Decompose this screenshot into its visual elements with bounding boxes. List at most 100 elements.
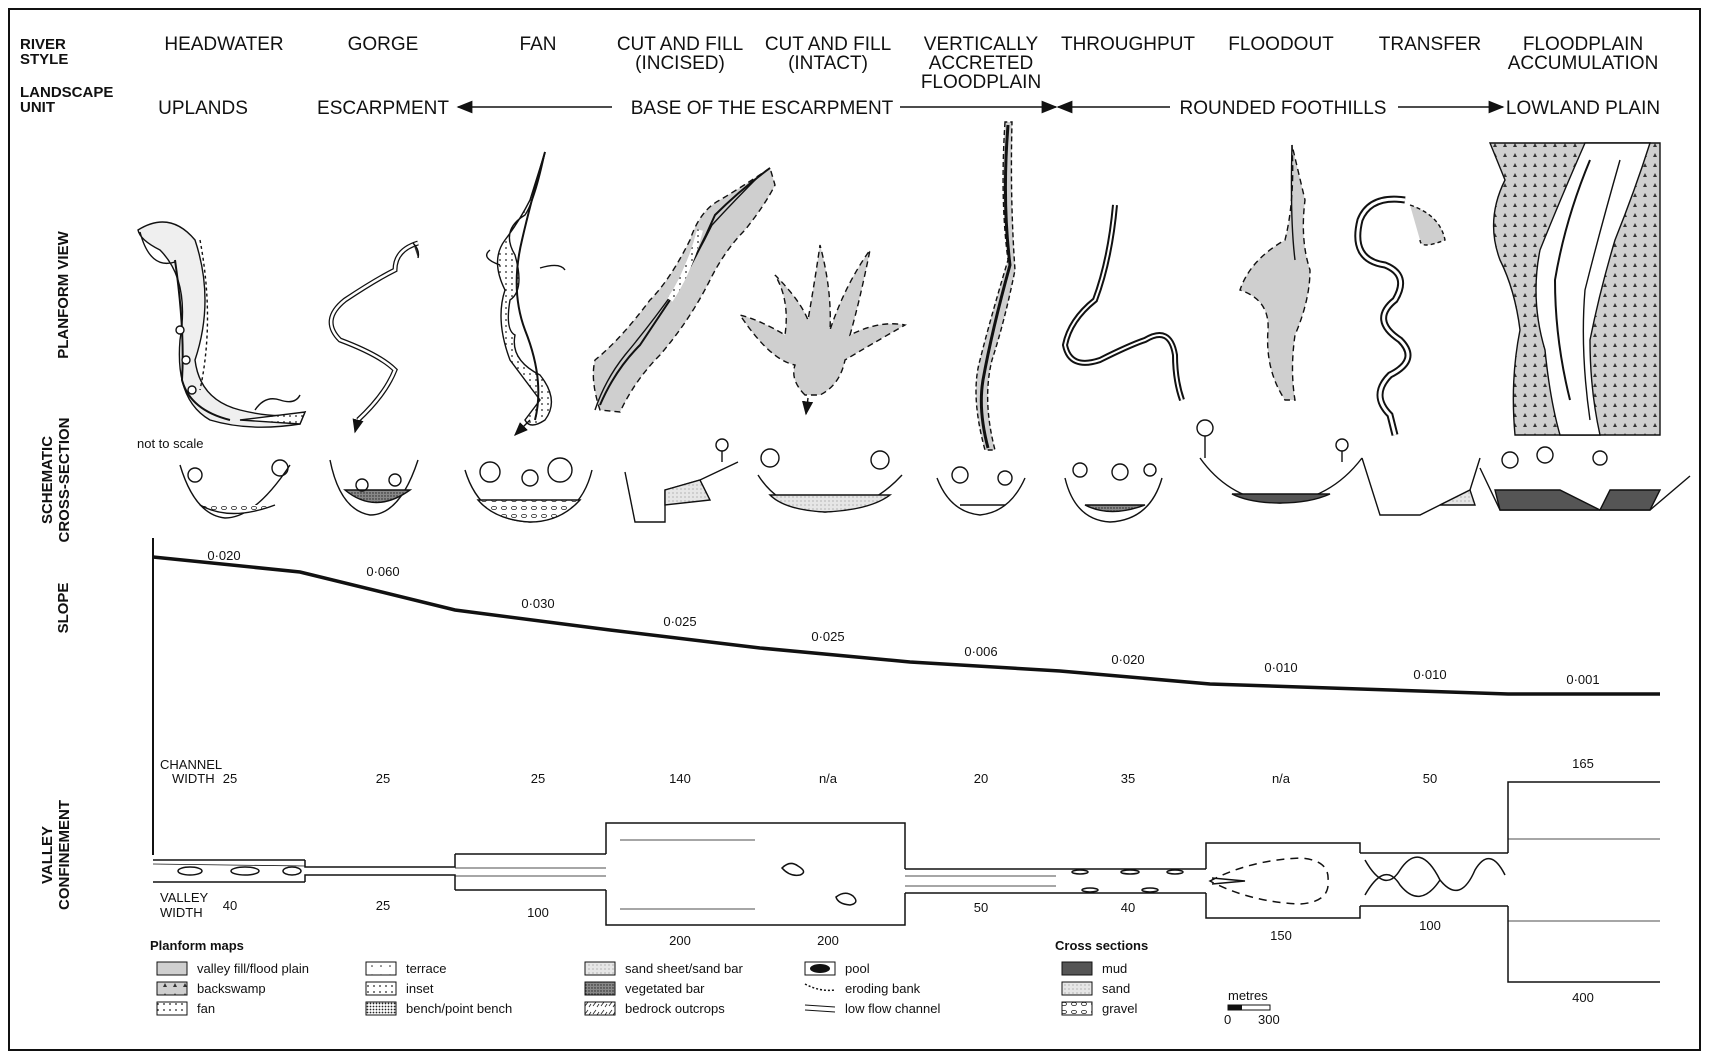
valley-width-2: 100 [527,905,549,920]
legend-item-stipple: sand sheet/sand bar [585,961,743,976]
river-style-2-line-0: FAN [520,34,557,55]
legend-cross-title: Cross sections [1055,938,1148,953]
legend-item-dots-fine: fan [157,1001,215,1016]
slope-value-7: 0·010 [1264,660,1297,675]
valley-width-0: 40 [223,898,237,913]
river-style-7-line-0: FLOODOUT [1228,34,1334,55]
planform-floodplain-accumulation [1490,143,1660,435]
landscape-unit-base-of-escarpment: BASE OF THE ESCARPMENT [631,98,894,119]
bedrock-swatch [585,1002,615,1015]
landscape-unit-lowland-plain: LOWLAND PLAIN [1506,98,1660,119]
sand-swatch [1062,982,1092,995]
river-style-4-line-0: CUT AND FILL [765,34,891,55]
legend-item-backswamp: backswamp [157,981,266,996]
channel-width-5: 20 [974,771,988,786]
channel-width-4: n/a [819,771,838,786]
legend-label-0: valley fill/flood plain [197,961,309,976]
valley-width-5: 50 [974,900,988,915]
channel-width-9: 165 [1572,756,1594,771]
river-style-3-line-0: CUT AND FILL [617,34,743,55]
valley-width-6: 40 [1121,900,1135,915]
river-style-9-line-1: ACCUMULATION [1508,53,1659,74]
river-style-5-line-0: VERTICALLY [924,34,1039,55]
mud-swatch [1062,962,1092,975]
valley-width-7: 150 [1270,928,1292,943]
pool-symbol-icon [810,964,830,973]
slope-value-3: 0·025 [663,614,696,629]
river-style-4-line-1: (INTACT) [788,53,868,74]
legend-label-5: bench/point bench [406,1001,512,1016]
stipple-swatch [585,962,615,975]
slope-value-8: 0·010 [1413,667,1446,682]
legend-label-8: bedrock outcrops [625,1001,725,1016]
river-style-5-line-1: ACCRETED [929,53,1034,74]
slope-label: SLOPE [55,583,72,634]
valley-width-label-2: WIDTH [160,905,203,920]
valley-confinement-label-2: CONFINEMENT [56,800,73,910]
not-to-scale-note: not to scale [137,436,204,451]
scale-bar-fill [1228,1005,1242,1010]
legend-label-2: fan [197,1001,215,1016]
scale-tick-300: 300 [1258,1012,1280,1027]
legend-item-sparse-dots: terrace [366,961,446,976]
channel-width-0: 25 [223,771,237,786]
legend-label-3: terrace [406,961,446,976]
dense-dots-swatch [366,1002,396,1015]
slope-value-9: 0·001 [1566,672,1599,687]
valley-width-8: 100 [1419,918,1441,933]
slope-value-1: 0·060 [366,564,399,579]
river-style-5-line-2: FLOODPLAIN [921,72,1041,93]
dots-fine-swatch [157,1002,187,1015]
legend-item-grey-fill: valley fill/flood plain [157,961,309,976]
legend-item-dark-stipple: vegetated bar [585,981,705,996]
cross-section-label-2: CROSS-SECTION [56,417,73,542]
river-style-6-line-0: THROUGHPUT [1061,34,1195,55]
valley-width-4: 200 [817,933,839,948]
river-style-3-line-1: (INCISED) [635,53,725,74]
legend-label-7: vegetated bar [625,981,705,996]
landscape-unit-escarpment: ESCARPMENT [317,98,449,119]
channel-width-label-1: CHANNEL [160,757,222,772]
slope-value-2: 0·030 [521,596,554,611]
backswamp-swatch [157,982,187,995]
slope-value-0: 0·020 [207,548,240,563]
dark-stipple-swatch [585,982,615,995]
legend-planform-title: Planform maps [150,938,244,953]
river-style-0-line-0: HEADWATER [164,34,283,55]
scale-tick-0: 0 [1224,1012,1231,1027]
grey-fill-swatch [157,962,187,975]
valley-confinement-label-1: VALLEY [39,826,56,884]
valley-width-9: 400 [1572,990,1594,1005]
legend-label-4: inset [406,981,434,996]
river-style-1-line-0: GORGE [348,34,419,55]
slope-value-6: 0·020 [1111,652,1144,667]
legend-label-6: sand sheet/sand bar [625,961,743,976]
legend-item-dense-dots: bench/point bench [366,1001,512,1016]
channel-width-8: 50 [1423,771,1437,786]
channel-width-7: n/a [1272,771,1291,786]
scale-title: metres [1228,988,1268,1003]
dots-swatch [366,982,396,995]
river-style-label-2: STYLE [20,51,68,68]
slope-value-4: 0·025 [811,629,844,644]
cross-section-label-1: SCHEMATIC [39,436,56,524]
figure-frame [9,9,1700,1050]
valley-width-label-1: VALLEY [160,890,209,905]
slope-value-5: 0·006 [964,644,997,659]
legend-label-1: backswamp [197,981,266,996]
channel-width-2: 25 [531,771,545,786]
legend-label-10: eroding bank [845,981,921,996]
landscape-unit-rounded-foothills: ROUNDED FOOTHILLS [1180,98,1387,119]
valley-width-1: 25 [376,898,390,913]
legend-cross-label-2: gravel [1102,1001,1138,1016]
channel-width-1: 25 [376,771,390,786]
legend-label-11: low flow channel [845,1001,940,1016]
channel-width-3: 140 [669,771,691,786]
planform-view-label: PLANFORM VIEW [55,230,72,358]
river-style-8-line-0: TRANSFER [1379,34,1481,55]
gravel-swatch [1062,1002,1092,1015]
channel-width-6: 35 [1121,771,1135,786]
landscape-unit-uplands: UPLANDS [158,98,248,119]
legend-label-9: pool [845,961,870,976]
